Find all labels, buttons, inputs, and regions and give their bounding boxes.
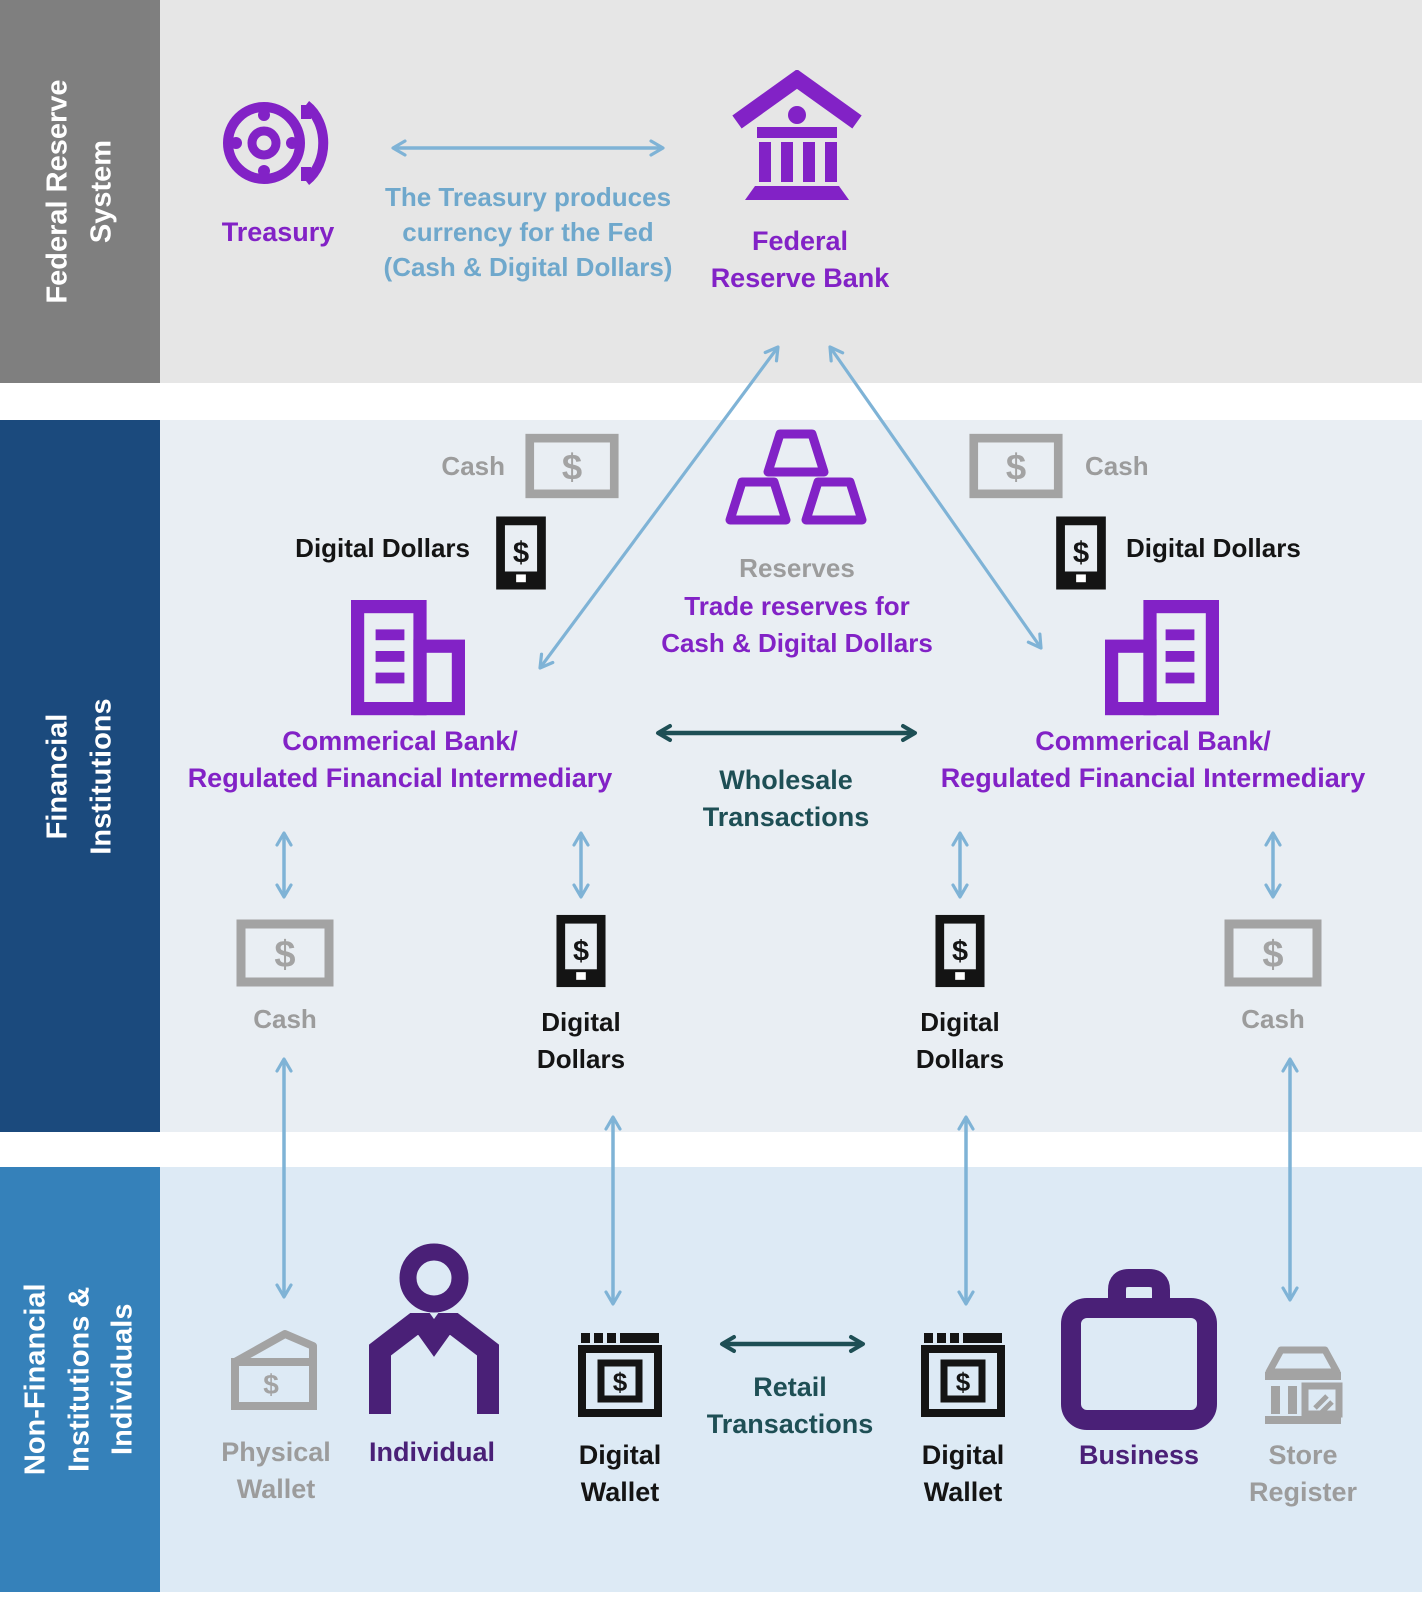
commercial-bank-left-label-line1: Commerical Bank/ [282, 726, 518, 756]
store-register-icon [1265, 1346, 1343, 1424]
trade-reserves-note-line1: Trade reserves for [684, 591, 910, 621]
sidebar-nonfinancial-label: Non-Financial Institutions & Individuals [15, 1284, 146, 1476]
treasury-fed-note-line1: The Treasury produces [384, 182, 672, 212]
bank-left-cash-label: Cash [441, 451, 505, 481]
sidebar-federal-line2: System [85, 139, 117, 244]
sidebar-financial-label: Financial Institutions [36, 698, 123, 854]
row-digital-dollars-left-label-line2: Dollars [536, 1044, 626, 1074]
retail-transactions-label-line1: Retail [753, 1372, 827, 1402]
sidebar-financial-institutions: Financial Institutions [0, 420, 160, 1132]
svg-text:$: $ [274, 934, 295, 976]
federal-reserve-bank-label-line2: Reserve Bank [710, 263, 890, 293]
row-cash-right-label: Cash [1241, 1004, 1305, 1034]
row-digital-dollars-right-label-line2: Dollars [915, 1044, 1005, 1074]
digital-wallet-left-label-line2: Wallet [580, 1477, 660, 1507]
digital-wallet-left-label-line1: Digital [578, 1440, 662, 1470]
store-register-label-line1: Store [1268, 1440, 1338, 1470]
business-briefcase-icon [1061, 1269, 1217, 1430]
physical-wallet-icon: $ [231, 1330, 317, 1410]
gold-reserves-icon [725, 429, 867, 525]
row-digital-dollars-left-label-line1: Digital [541, 1007, 621, 1037]
svg-text:$: $ [952, 936, 968, 968]
sidebar-financial-line1: Financial [41, 713, 74, 839]
treasury-fed-note-line2: currency for the Fed [402, 217, 654, 247]
sidebar-federal-label: Federal Reserve System [37, 79, 124, 303]
treasury-fed-note-line3: (Cash & Digital Dollars) [383, 252, 673, 282]
sidebar-federal-line1: Federal Reserve [41, 79, 74, 304]
bank-left-cash-note-icon: $ [525, 433, 619, 499]
business-label: Business [1078, 1440, 1200, 1470]
svg-text:$: $ [1262, 934, 1283, 976]
sidebar-nonfinancial-line1: Non-Financial [19, 1283, 52, 1476]
svg-text:$: $ [1006, 446, 1026, 487]
financial-band-background [160, 420, 1422, 1132]
svg-text:$: $ [573, 936, 589, 968]
trade-reserves-note-line2: Cash & Digital Dollars [661, 628, 933, 658]
digital-wallet-left-icon: $ [578, 1333, 662, 1417]
svg-text:$: $ [562, 446, 582, 487]
wholesale-transactions-label-line1: Wholesale [719, 765, 853, 795]
individual-label: Individual [368, 1437, 496, 1467]
physical-wallet-label-line2: Wallet [236, 1474, 316, 1504]
bank-right-digital-dollars-phone-icon: $ [1056, 516, 1106, 590]
svg-text:$: $ [263, 1369, 279, 1400]
digital-wallet-right-label-line2: Wallet [923, 1477, 1003, 1507]
sidebar-nonfinancial-line3: Individuals [106, 1303, 139, 1456]
svg-text:$: $ [613, 1367, 628, 1397]
wholesale-transactions-label-line2: Transactions [702, 802, 870, 832]
row-digital-dollars-right-label-line1: Digital [920, 1007, 1000, 1037]
sidebar-financial-line2: Institutions [84, 697, 117, 855]
bank-right-digital-dollars-label: Digital Dollars [1126, 533, 1301, 563]
bank-left-digital-dollars-phone-icon: $ [496, 516, 546, 590]
treasury-coin-icon [223, 101, 329, 185]
sidebar-nonfinancial-line2: Institutions & [63, 1286, 96, 1473]
federal-reserve-bank-icon [732, 70, 862, 200]
physical-wallet-label-line1: Physical [221, 1437, 331, 1467]
bank-left-digital-dollars-label: Digital Dollars [295, 533, 470, 563]
commercial-bank-right-icon [1105, 600, 1219, 716]
svg-text:$: $ [956, 1367, 971, 1397]
treasury-label: Treasury [221, 217, 335, 247]
row-cash-left-label: Cash [253, 1004, 317, 1034]
commercial-bank-right-label-line1: Commerical Bank/ [1035, 726, 1271, 756]
bank-right-cash-label: Cash [1085, 451, 1149, 481]
federal-reserve-bank-label-line1: Federal [751, 226, 849, 256]
sidebar-nonfinancial: Non-Financial Institutions & Individuals [0, 1167, 160, 1592]
svg-text:$: $ [513, 538, 529, 570]
commercial-bank-left-label-line2: Regulated Financial Intermediary [187, 763, 613, 793]
row-cash-right-note-icon: $ [1224, 919, 1322, 987]
sidebar-federal-reserve-system: Federal Reserve System [0, 0, 160, 383]
retail-transactions-label-line2: Transactions [706, 1409, 874, 1439]
row-digital-dollars-right-phone-icon: $ [935, 914, 985, 988]
commercial-bank-right-label-line2: Regulated Financial Intermediary [940, 763, 1366, 793]
row-cash-left-note-icon: $ [236, 919, 334, 987]
bank-right-cash-note-icon: $ [969, 433, 1063, 499]
commercial-bank-left-icon [351, 600, 465, 716]
individual-person-icon [369, 1243, 499, 1414]
store-register-label-line2: Register [1248, 1477, 1358, 1507]
digital-wallet-right-label-line1: Digital [921, 1440, 1005, 1470]
row-digital-dollars-left-phone-icon: $ [556, 914, 606, 988]
reserves-label: Reserves [739, 553, 855, 583]
svg-text:$: $ [1073, 538, 1089, 570]
digital-wallet-right-icon: $ [921, 1333, 1005, 1417]
